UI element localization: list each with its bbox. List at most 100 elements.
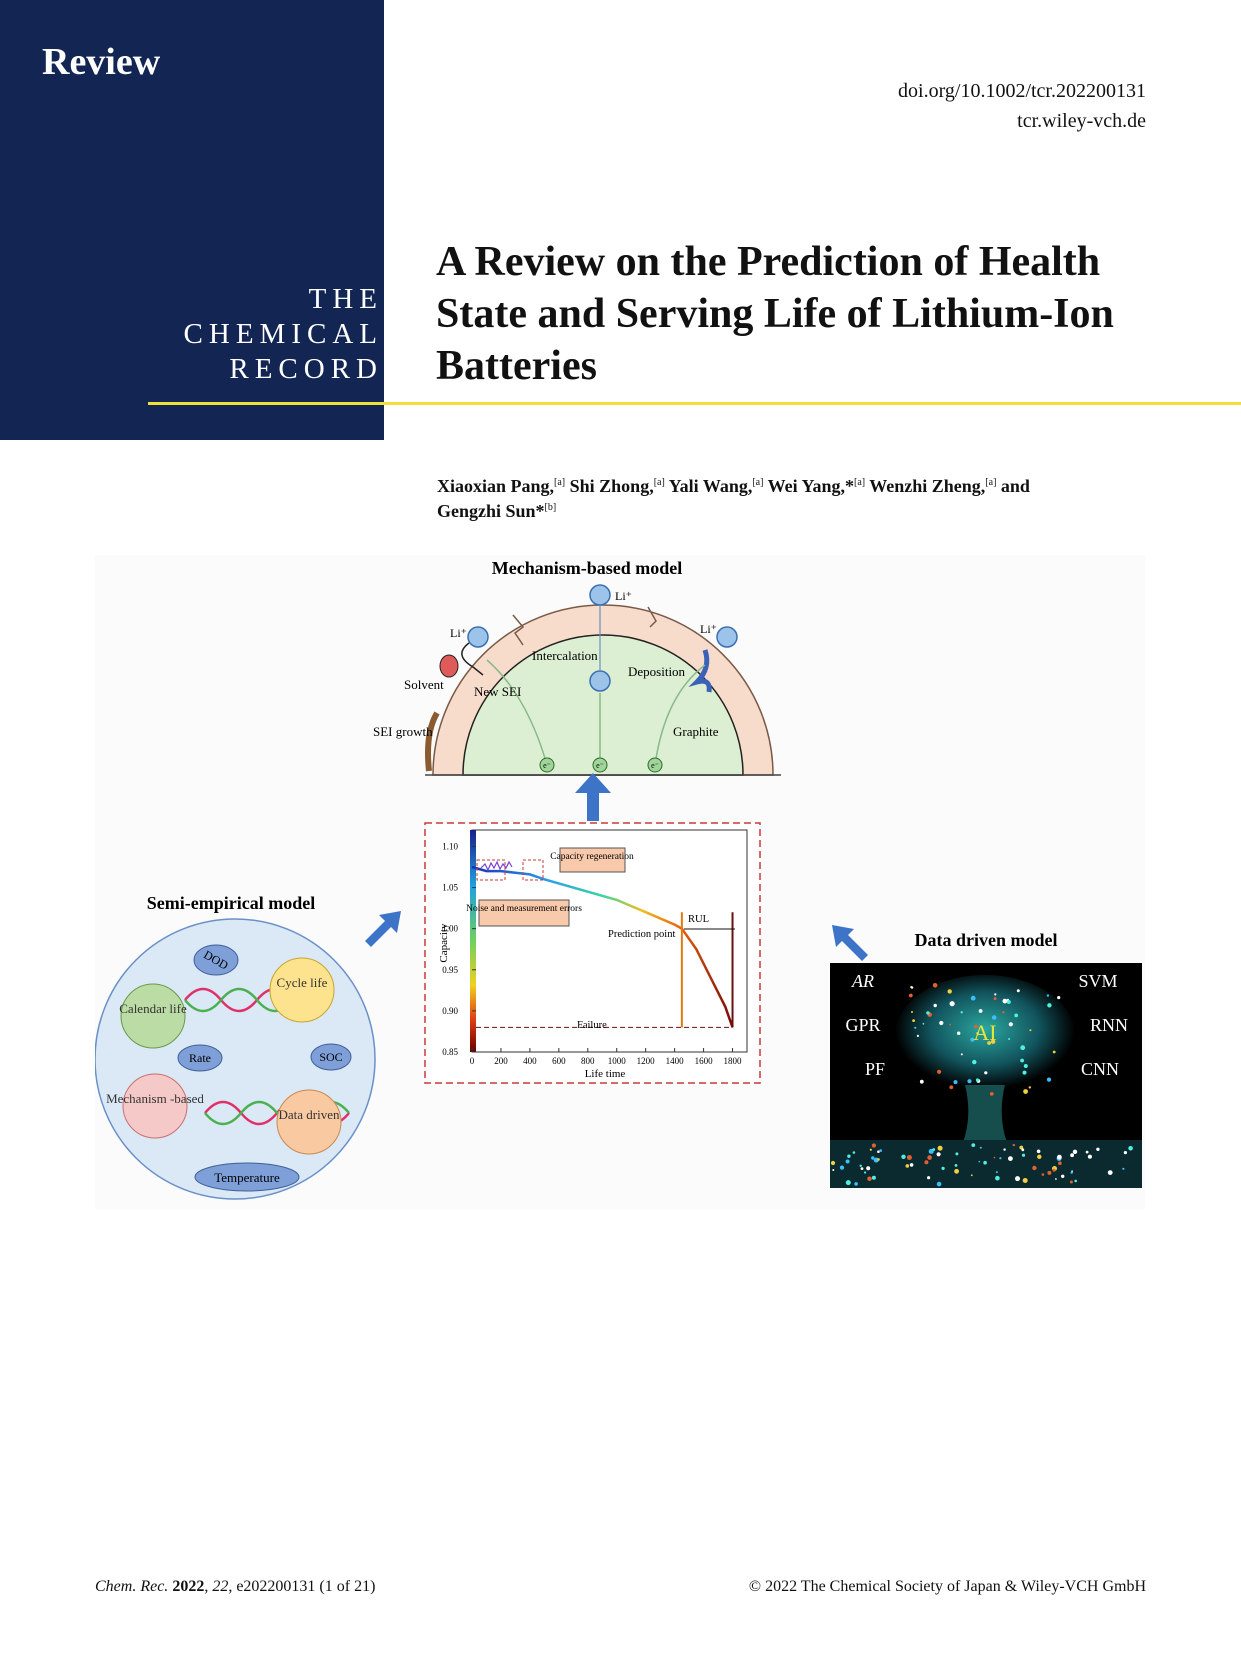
y-tick-label: 1.05 bbox=[442, 883, 458, 893]
particle-dot bbox=[1008, 1022, 1013, 1027]
particle-dot bbox=[909, 1163, 914, 1167]
particle-dot bbox=[991, 1015, 997, 1020]
particle-dot bbox=[1074, 1179, 1077, 1183]
particle-dot bbox=[871, 1175, 876, 1180]
rate-label: Rate bbox=[189, 1051, 211, 1065]
prediction-point-label: Prediction point bbox=[608, 929, 675, 940]
particle-dot bbox=[993, 997, 997, 1001]
particle-dot bbox=[1057, 1154, 1062, 1160]
particle-dot bbox=[924, 1160, 929, 1165]
particle-dot bbox=[993, 1156, 996, 1159]
particle-dot bbox=[1020, 1058, 1024, 1063]
particle-dot bbox=[922, 1022, 925, 1025]
particle-dot bbox=[832, 1169, 835, 1171]
particle-dot bbox=[1107, 1170, 1113, 1175]
journal-line: RECORD bbox=[229, 353, 383, 385]
lithium-dendrite bbox=[688, 649, 712, 693]
li-ion bbox=[467, 626, 489, 648]
rnn-label: RNN bbox=[1090, 1015, 1128, 1035]
particle-dot bbox=[1072, 1149, 1078, 1154]
particle-dot bbox=[1022, 1178, 1028, 1183]
li-label: Li⁺ bbox=[450, 626, 467, 640]
up-arrow-icon bbox=[575, 773, 611, 821]
particle-dot bbox=[939, 1020, 944, 1026]
particle-dot bbox=[990, 1039, 996, 1044]
particle-dot bbox=[1012, 1143, 1015, 1147]
particle-dot bbox=[1041, 1173, 1045, 1176]
particle-dot bbox=[1029, 1029, 1032, 1032]
particle-dot bbox=[1014, 1013, 1019, 1018]
particle-dot bbox=[932, 1148, 936, 1151]
particle-dot bbox=[839, 1165, 845, 1170]
electron-path bbox=[486, 659, 548, 766]
callout-box bbox=[559, 847, 626, 873]
particle-dot bbox=[976, 1032, 979, 1035]
particle-dot bbox=[869, 1148, 872, 1151]
y-tick-label: 1.00 bbox=[442, 924, 458, 934]
citation-footer: Chem. Rec. 2022, 22, e202200131 (1 of 21… bbox=[95, 1578, 376, 1595]
electron-label: e⁻ bbox=[596, 761, 604, 770]
rate-cloud bbox=[177, 1044, 223, 1072]
affiliation-mark: [b] bbox=[544, 502, 557, 513]
x-tick-label: 1200 bbox=[637, 1056, 656, 1066]
doi-link[interactable]: doi.org/10.1002/tcr.202200131 bbox=[898, 80, 1146, 102]
particle-dot bbox=[914, 1026, 917, 1029]
particle-dot bbox=[1008, 1156, 1013, 1161]
x-tick-label: 400 bbox=[523, 1056, 537, 1066]
particle-dot bbox=[1020, 1045, 1026, 1051]
author: Wei Yang,* bbox=[763, 476, 854, 496]
particle-dot bbox=[936, 1152, 941, 1157]
particle-dot bbox=[1028, 1086, 1031, 1089]
calendar-life-label: Calendar life bbox=[119, 1001, 187, 1016]
particle-dot bbox=[972, 1059, 977, 1065]
y-tick-label: 0.85 bbox=[442, 1047, 458, 1057]
callout-regeneration: Capacity regeneration bbox=[550, 852, 634, 862]
site-link[interactable]: tcr.wiley-vch.de bbox=[1017, 110, 1146, 132]
particle-dot bbox=[1037, 1154, 1042, 1159]
li-label: Li⁺ bbox=[615, 589, 632, 603]
particle-dot bbox=[1002, 1011, 1005, 1014]
particle-dot bbox=[1058, 1161, 1062, 1165]
x-tick-label: 0 bbox=[470, 1056, 475, 1066]
particle-dot bbox=[970, 1174, 973, 1177]
semi-empirical-title: Semi-empirical model bbox=[147, 893, 315, 913]
particle-dot bbox=[879, 1149, 882, 1152]
journal-line: CHEMICAL bbox=[183, 318, 383, 350]
particle-dot bbox=[1057, 996, 1061, 1000]
electron bbox=[539, 757, 555, 773]
particle-dot bbox=[830, 1160, 836, 1166]
down-right-arrow-icon bbox=[832, 925, 868, 961]
intercalation-label: Intercalation bbox=[532, 648, 598, 663]
svm-label: SVM bbox=[1078, 971, 1117, 991]
graphical-abstract: Mechanism-based model Li⁺ Li⁺ Li⁺ e⁻ e⁻ … bbox=[95, 555, 1145, 1210]
particle-dot bbox=[974, 1024, 978, 1029]
calendar-life-circle bbox=[120, 983, 186, 1049]
affiliation-mark: [a] bbox=[752, 477, 764, 488]
mechanism-based-circle bbox=[122, 1073, 188, 1139]
li-label: Li⁺ bbox=[700, 622, 717, 636]
particle-dot bbox=[912, 1019, 915, 1022]
author: Gengzhi Sun* bbox=[437, 501, 545, 521]
particle-dot bbox=[954, 1164, 958, 1167]
particle-dot bbox=[908, 993, 913, 998]
particle-dot bbox=[847, 1154, 851, 1158]
citation-rest: , e202200131 (1 of 21) bbox=[228, 1578, 376, 1595]
li-ion bbox=[589, 670, 611, 692]
particle-dot bbox=[901, 1154, 906, 1159]
x-tick-label: 1400 bbox=[666, 1056, 685, 1066]
particle-dot bbox=[1052, 1050, 1056, 1054]
particle-dot bbox=[859, 1164, 862, 1167]
ai-label: AI bbox=[973, 1020, 996, 1045]
crack-mark bbox=[512, 614, 525, 646]
callout-noise: Noise and measurement errors bbox=[466, 904, 582, 914]
particle-dot bbox=[1022, 1070, 1027, 1075]
particle-dot bbox=[1087, 1154, 1092, 1159]
particle-dot bbox=[937, 1145, 943, 1151]
particle-dot bbox=[984, 1071, 988, 1075]
solvent-molecule bbox=[439, 654, 459, 678]
electron bbox=[647, 757, 663, 773]
particle-dot bbox=[1096, 1147, 1100, 1151]
particle-dot bbox=[926, 1011, 930, 1015]
particle-dot bbox=[1019, 1145, 1024, 1150]
x-tick-label: 1000 bbox=[608, 1056, 627, 1066]
